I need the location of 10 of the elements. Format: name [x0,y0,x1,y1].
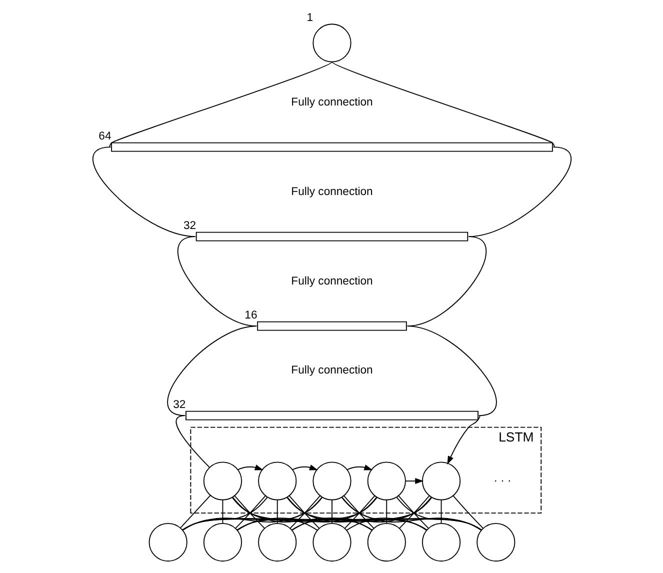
node-label: 32 [182,220,196,232]
label: Fully connection [290,364,372,377]
node-label: 16 [244,310,257,322]
node-label: 32 [172,399,186,412]
label: Fully connection [290,275,372,288]
label: Fully connection [290,96,372,108]
label: · · · [493,474,511,487]
node-label: 1 [306,12,313,24]
node-label: 64 [98,130,111,143]
label: Fully connection [290,186,372,198]
